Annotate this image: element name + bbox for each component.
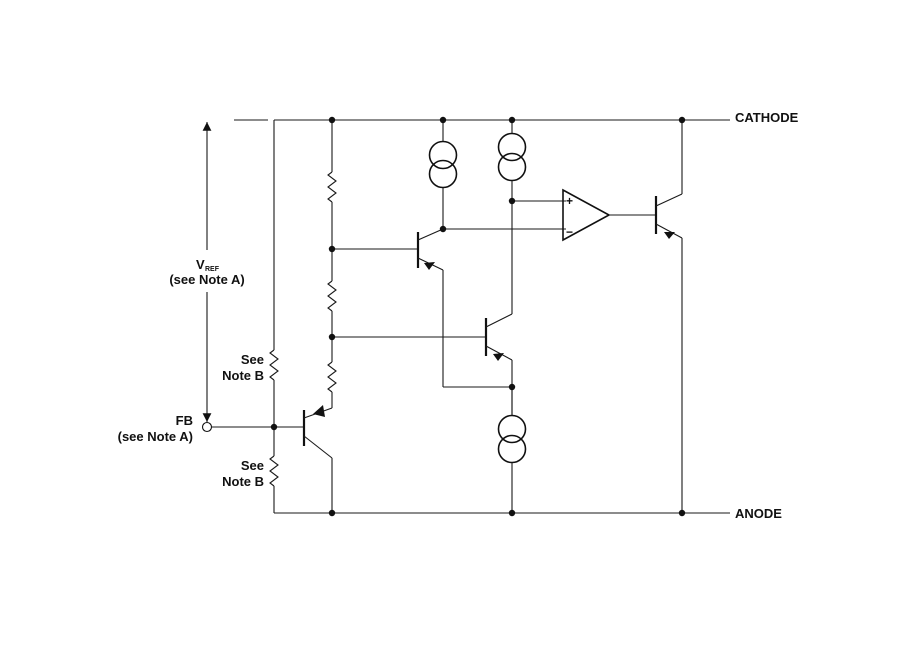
vref-subscript: REF [205, 266, 220, 273]
op-amp: + − [562, 188, 656, 242]
op-amp-minus-sign: − [566, 225, 573, 239]
current-source-2 [497, 120, 566, 314]
note-b-top-line2: Note B [222, 368, 264, 383]
note-b-bottom-line2: Note B [222, 474, 264, 489]
fb-note: (see Note A) [118, 429, 193, 444]
current-source-1 [428, 120, 566, 230]
output-transistor [654, 120, 683, 513]
fb-label: FB [176, 413, 193, 428]
op-amp-plus-sign: + [566, 194, 573, 208]
anode-label: ANODE [735, 506, 782, 521]
cathode-label: CATHODE [735, 110, 799, 125]
vref-symbol: V [196, 257, 205, 272]
left-wiring [269, 120, 279, 513]
fb-terminal [201, 421, 304, 433]
junction-dots [270, 116, 686, 517]
transistor-q1 [302, 405, 333, 513]
resistor-ladder [327, 120, 486, 408]
note-b-bottom-line1: See [241, 458, 264, 473]
current-source-3 [497, 387, 527, 513]
transistor-q3 [443, 313, 513, 415]
note-b-top-line1: See [241, 352, 264, 367]
transistor-q2 [416, 228, 444, 387]
vref-note: (see Note A) [169, 272, 244, 287]
vref-label: V REF (see Note A) [169, 257, 244, 287]
